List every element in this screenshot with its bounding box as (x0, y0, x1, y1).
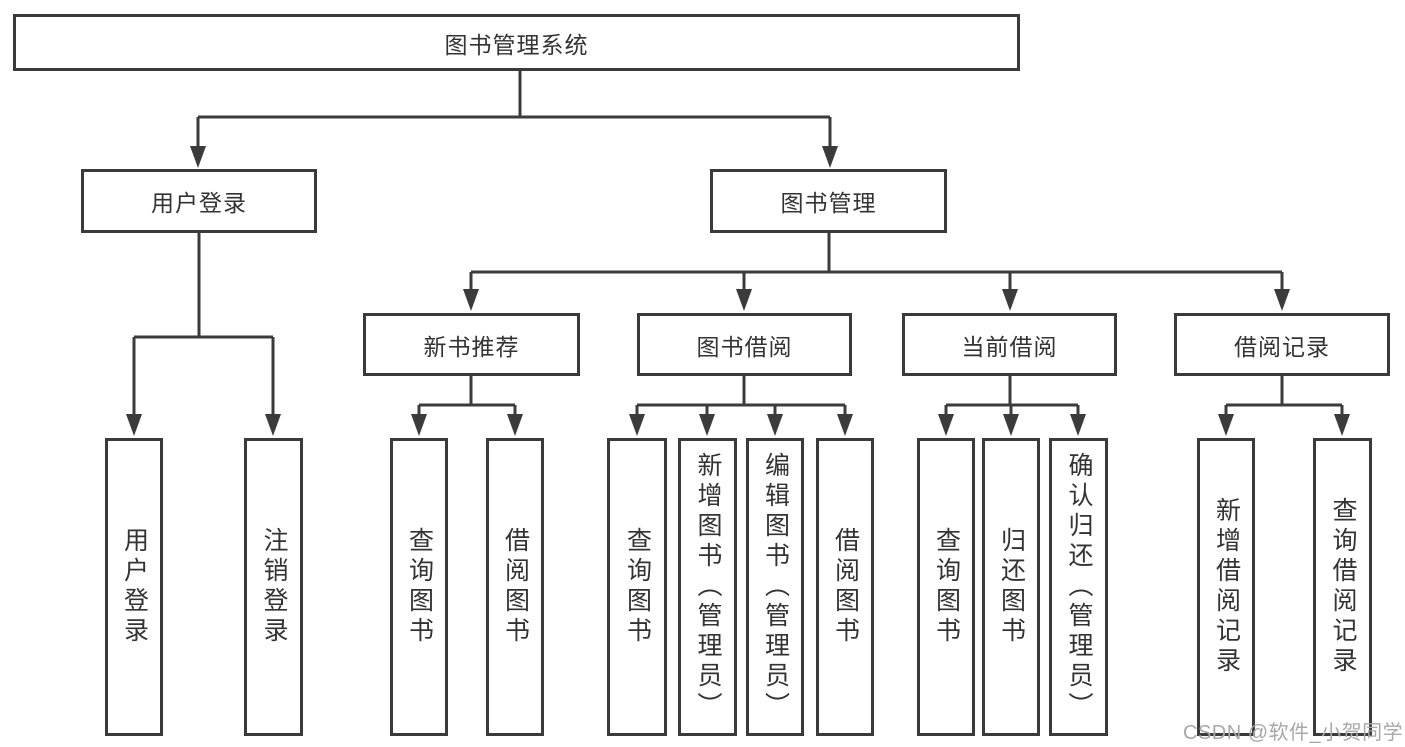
arrowhead-icon (463, 289, 479, 311)
node-current-borrow: 当前借阅 (902, 313, 1117, 376)
node-label: 用户登录 (120, 527, 149, 647)
leaf-query-books-current: 查询图书 (917, 438, 975, 736)
node-user-login: 用户登录 (81, 169, 317, 233)
node-borrow-records: 借阅记录 (1174, 313, 1390, 376)
leaf-user-login: 用户登录 (105, 438, 163, 736)
node-library-management-system: 图书管理系统 (13, 14, 1020, 71)
node-label: 用户登录 (151, 190, 247, 216)
arrowhead-icon (699, 414, 715, 436)
node-label: 新增借阅记录 (1212, 497, 1241, 677)
node-label: 图书管理 (780, 190, 877, 216)
node-label: 查询图书 (932, 527, 961, 647)
leaf-edit-books-admin: 编辑图书（管理员） (746, 438, 804, 736)
node-label: 借阅图书 (501, 527, 530, 647)
leaf-query-books-borrow: 查询图书 (607, 438, 667, 736)
arrowhead-icon (629, 414, 645, 436)
arrowhead-icon (938, 414, 954, 436)
leaf-add-borrow-record: 新增借阅记录 (1197, 438, 1255, 736)
node-book-management: 图书管理 (710, 169, 947, 233)
leaf-borrow-books-recommend: 借阅图书 (486, 438, 544, 736)
node-label: 归还图书 (997, 527, 1026, 647)
node-label: 查询借阅记录 (1329, 497, 1357, 677)
node-label: 借阅图书 (831, 527, 860, 647)
node-label: 借阅记录 (1234, 333, 1330, 360)
arrowhead-icon (1274, 289, 1290, 311)
leaf-logout: 注销登录 (244, 438, 303, 736)
arrowhead-icon (1218, 414, 1234, 436)
arrowhead-icon (190, 146, 206, 168)
arrowhead-icon (126, 414, 142, 436)
node-label: 图书借阅 (696, 333, 793, 360)
leaf-query-books-recommend: 查询图书 (390, 438, 448, 736)
arrowhead-icon (265, 414, 281, 436)
leaf-return-books: 归还图书 (982, 438, 1040, 736)
node-label: 新增图书（管理员） (694, 452, 722, 722)
arrowhead-icon (1070, 414, 1086, 436)
node-new-book-recommend: 新书推荐 (363, 313, 580, 376)
leaf-borrow-books: 借阅图书 (816, 438, 874, 736)
leaf-confirm-return-admin: 确认归还（管理员） (1049, 438, 1108, 736)
node-label: 编辑图书（管理员） (761, 452, 790, 722)
node-label: 确认归还（管理员） (1065, 452, 1093, 722)
csdn-watermark: CSDN @软件_小贺同学 (1183, 722, 1404, 744)
node-label: 查询图书 (623, 527, 652, 647)
node-label: 新书推荐 (423, 333, 520, 360)
leaf-query-borrow-record: 查询借阅记录 (1313, 438, 1372, 736)
arrowhead-icon (1334, 414, 1350, 436)
arrowhead-icon (1002, 289, 1018, 311)
node-label: 查询图书 (405, 527, 434, 647)
node-label: 注销登录 (260, 527, 288, 647)
node-label: 图书管理系统 (444, 31, 589, 58)
arrowhead-icon (411, 414, 427, 436)
node-label: 当前借阅 (961, 333, 1058, 360)
arrowhead-icon (767, 414, 783, 436)
node-book-borrow: 图书借阅 (637, 313, 852, 376)
arrowhead-icon (1003, 414, 1019, 436)
arrowhead-icon (837, 414, 853, 436)
arrowhead-icon (736, 289, 752, 311)
arrowhead-icon (507, 414, 523, 436)
arrowhead-icon (822, 146, 838, 168)
leaf-add-books-admin: 新增图书（管理员） (678, 438, 737, 736)
